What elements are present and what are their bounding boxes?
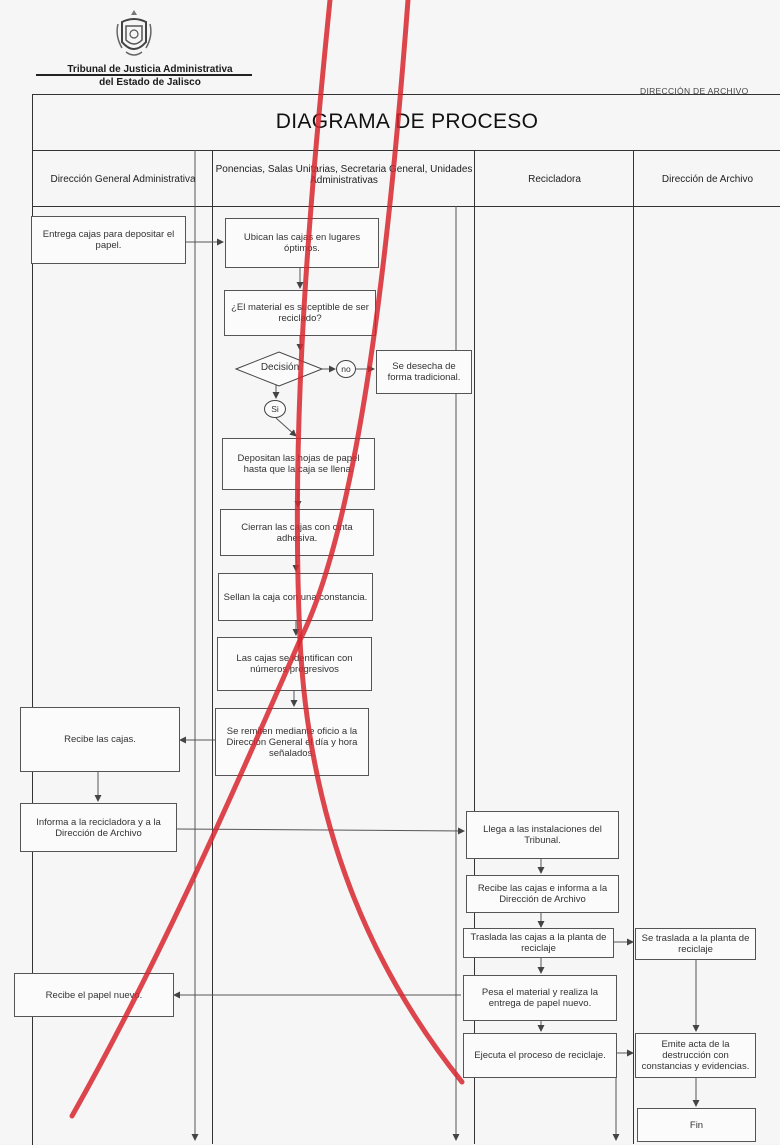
decision-si: Si xyxy=(264,400,286,418)
department-label: DIRECCIÓN DE ARCHIVO xyxy=(640,86,749,96)
institution-line-1: Tribunal de Justicia Administrativa xyxy=(67,64,233,75)
lane-separator-1 xyxy=(212,150,213,1144)
lane-header-direccion-general: Dirección General Administrativa xyxy=(50,174,196,185)
step-llega: Llega a las instalaciones del Tribunal. xyxy=(466,811,619,859)
institution-underline xyxy=(36,74,252,76)
decision-no: no xyxy=(336,360,356,378)
step-recibe-papel: Recibe el papel nuevo. xyxy=(14,973,174,1017)
step-remiten: Se remiten mediante oficio a la Direcció… xyxy=(215,708,369,776)
lane-header-ponencias: Ponencias, Salas Unitarias, Secretaria G… xyxy=(215,164,473,186)
step-emite: Emite acta de la destrucción con constan… xyxy=(635,1033,756,1078)
lane-header-direccion-archivo: Dirección de Archivo xyxy=(661,174,754,185)
lane-header-divider xyxy=(32,206,780,207)
lane-header-recicladora: Recicladora xyxy=(528,174,581,185)
lane-separator-2 xyxy=(474,150,475,1144)
diagram-frame xyxy=(32,94,780,1145)
step-fin: Fin xyxy=(637,1108,756,1142)
step-ubican-cajas: Ubican las cajas en lugares óptimos. xyxy=(225,218,379,268)
step-pesa: Pesa el material y realiza la entrega de… xyxy=(463,975,617,1021)
step-informa: Informa a la recicladora y a la Direcció… xyxy=(20,803,177,852)
step-recibe-cajas: Recibe las cajas. xyxy=(20,707,180,772)
diagram-title: DIAGRAMA DE PROCESO xyxy=(275,110,539,133)
step-traslada: Traslada las cajas a la planta de recicl… xyxy=(463,928,614,958)
step-entrega-cajas: Entrega cajas para depositar el papel. xyxy=(31,216,186,264)
step-desecha: Se desecha de forma tradicional. xyxy=(376,350,472,394)
step-ejecuta: Ejecuta el proceso de reciclaje. xyxy=(463,1033,617,1078)
institution-name-2: del Estado de Jalisco xyxy=(40,77,260,88)
step-recibe-informa: Recibe las cajas e informa a la Direcció… xyxy=(466,875,619,913)
title-divider xyxy=(32,150,780,151)
institution-line-2: del Estado de Jalisco xyxy=(99,77,201,88)
jalisco-crest-logo xyxy=(116,10,152,56)
lane-separator-3 xyxy=(633,150,634,1144)
step-se-traslada: Se traslada a la planta de reciclaje xyxy=(635,928,756,960)
step-sellan: Sellan la caja con una constancia. xyxy=(218,573,373,621)
step-pregunta-reciclado: ¿El material es suceptible de ser recicl… xyxy=(224,290,376,336)
decision-label: Decisión xyxy=(260,362,300,373)
institution-name: Tribunal de Justicia Administrativa xyxy=(40,64,260,75)
